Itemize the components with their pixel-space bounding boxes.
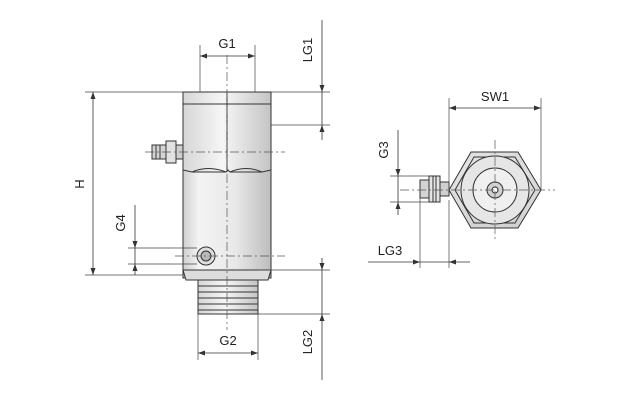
top-side-port: [419, 175, 450, 203]
hex-curve-left: [191, 168, 227, 173]
bottom-shoulder: [182, 269, 272, 281]
hex-curve-right: [229, 168, 263, 173]
dimension-g4: G4: [113, 205, 197, 275]
label-g3: G3: [376, 141, 391, 158]
dimension-h: H: [72, 91, 183, 276]
dimension-g1: G1: [199, 36, 256, 92]
label-sw1: SW1: [481, 89, 509, 104]
label-lg2: LG2: [300, 330, 315, 355]
dimension-lg1: LG1: [271, 20, 330, 140]
label-g2: G2: [219, 333, 236, 348]
hex-inner-chamfer: [454, 156, 536, 224]
bottom-connector: [197, 279, 259, 315]
connector-threads: [198, 285, 258, 311]
dimension-g3: G3: [376, 130, 429, 215]
dimension-lg3: LG3: [368, 198, 470, 268]
label-g1: G1: [218, 36, 235, 51]
side-view: [145, 55, 285, 330]
top-view: [400, 140, 555, 240]
label-g4: G4: [113, 214, 128, 231]
label-h: H: [72, 179, 87, 188]
label-lg3: LG3: [378, 243, 403, 258]
label-lg1: LG1: [300, 38, 315, 63]
dimension-g2: G2: [197, 314, 259, 360]
dimension-sw1: SW1: [448, 89, 542, 190]
dimension-lg2: LG2: [258, 258, 330, 380]
